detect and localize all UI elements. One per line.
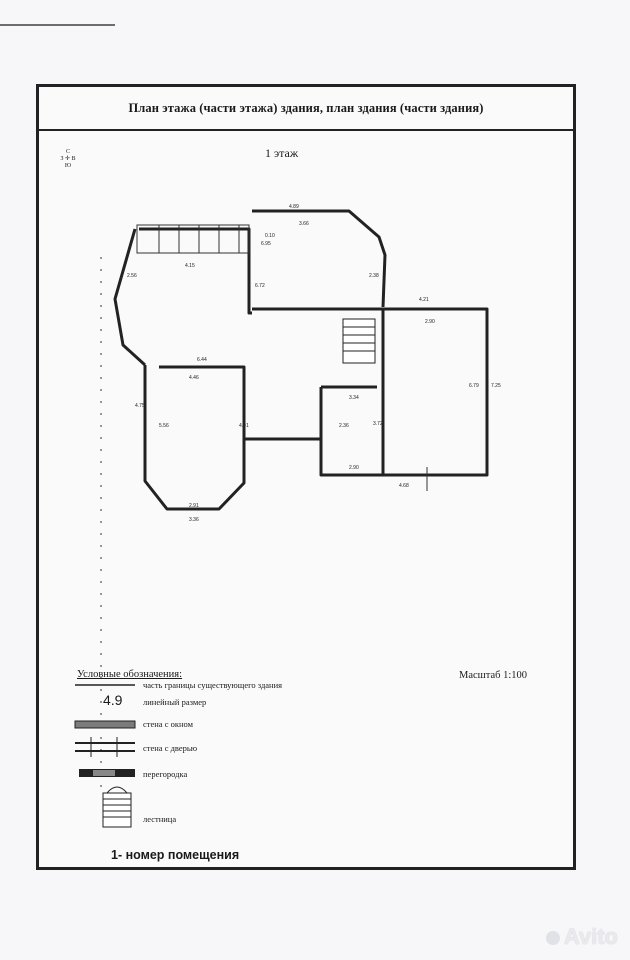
wall-top: [252, 209, 387, 308]
avito-logo-icon: [545, 931, 560, 946]
dim-label: 4.75: [135, 403, 145, 409]
scan-edge-line: [0, 24, 115, 26]
dim-label: 2.56: [127, 273, 137, 279]
dim-label: 2.36: [339, 423, 349, 429]
dim-label: 4.15: [185, 263, 195, 269]
dim-label: 5.56: [159, 423, 169, 429]
room-number-legend: 1- номер помещения: [111, 848, 240, 862]
plan-title: План этажа (части этажа) здания, план зд…: [39, 87, 573, 131]
legend-item-partition: перегородка: [143, 769, 188, 779]
compass-north: С: [65, 149, 70, 155]
wall-upper-left: [139, 227, 252, 315]
compass-rose: С З ✛ В Ю: [55, 149, 81, 170]
dim-label: 6.95: [261, 241, 271, 247]
dim-label: 3.72: [373, 421, 383, 427]
legend-item-dimension: линейный размер: [143, 697, 207, 707]
wall-west-bay: [113, 228, 147, 367]
legend-item-stairs: лестница: [143, 814, 177, 824]
dim-label: 2.90: [349, 465, 359, 471]
legend-symbols: [74, 684, 136, 828]
dim-label: 3.66: [299, 221, 309, 227]
dim-label: 4.68: [399, 483, 409, 489]
legend-symbol-dimension: 4.9: [103, 692, 123, 708]
dim-label: 0.10: [265, 233, 275, 239]
compass-west: З: [60, 156, 64, 162]
dim-label: 3.36: [189, 517, 199, 523]
dim-label: 3.34: [349, 395, 359, 401]
wall-lower-left: [159, 365, 246, 439]
dim-label: 7.25: [491, 383, 501, 389]
dim-label: 2.91: [189, 503, 199, 509]
avito-watermark-text: Avito: [563, 924, 618, 949]
dim-label: 4.46: [189, 375, 199, 381]
compass-south: Ю: [64, 163, 72, 169]
legend-item-door-wall: стена с дверью: [143, 743, 198, 753]
stairs-interior: [342, 318, 376, 364]
wall-mid-horizontal: [252, 307, 489, 477]
dim-label: 4.21: [419, 297, 429, 303]
floor-label: 1 этаж: [265, 146, 299, 160]
legend-item-boundary: часть границы существующего здания: [143, 680, 283, 690]
dim-label: 4.91: [239, 423, 249, 429]
scale-label: Масштаб 1:100: [459, 670, 528, 681]
stair-top: [136, 224, 250, 254]
legend-title: Условные обозначения:: [77, 669, 183, 680]
dim-label: 4.89: [289, 204, 299, 210]
legend-item-window-wall: стена с окном: [143, 719, 193, 729]
dim-label: 6.44: [197, 357, 207, 363]
compass-east: В: [71, 156, 76, 162]
dim-label: 2.90: [425, 319, 435, 325]
drawing-frame: План этажа (части этажа) здания, план зд…: [36, 84, 576, 870]
dim-label: 2.38: [369, 273, 379, 279]
dim-label: 6.79: [469, 383, 479, 389]
wall-south-left: [143, 365, 321, 511]
dim-label: 6.72: [255, 283, 265, 289]
floor-plan-drawing: 4.15 4.89 3.66 6.95 4.21 2.90 6.79 7.25 …: [100, 204, 501, 787]
avito-watermark: Avito: [545, 924, 618, 950]
